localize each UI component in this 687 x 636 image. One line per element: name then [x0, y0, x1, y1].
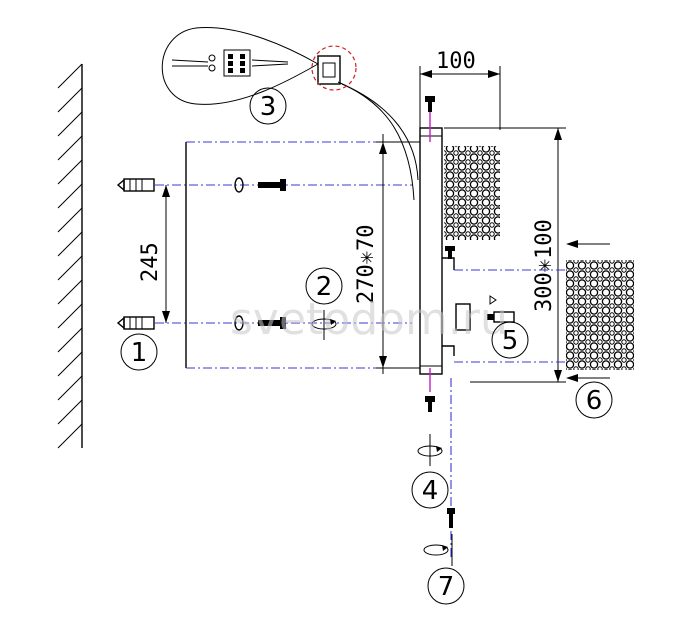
step-2-marker: 2 [305, 267, 343, 305]
wall-plug-bottom [116, 316, 155, 330]
step-3-label: 3 [260, 92, 277, 122]
top-width-label: 100 [436, 49, 476, 74]
step-7-marker: 7 [427, 567, 465, 605]
mount-spacing-label: 245 [138, 242, 163, 282]
step-4-label: 4 [422, 476, 439, 506]
screw-top [258, 179, 286, 191]
lamp-socket [455, 303, 471, 331]
step-5-label: 5 [502, 326, 519, 356]
step-3-marker: 3 [249, 87, 287, 125]
step-6-marker: 6 [575, 381, 613, 419]
watermark: svetodom.ru [230, 294, 508, 345]
rotate-icon-2 [311, 310, 337, 340]
mount-spacing-dimension: 245 [138, 185, 170, 323]
bottom-screw [425, 396, 435, 412]
wall [57, 63, 83, 449]
wall-plug-top [116, 178, 155, 192]
rotate-icon-4 [417, 434, 443, 466]
terminal-detail-callout [161, 27, 320, 105]
shade-size-label: 300✳100 [532, 219, 557, 312]
crystal-shade-detached [566, 260, 634, 370]
supply-wires [337, 81, 419, 201]
step-2-label: 2 [316, 272, 333, 302]
screw-bottom [258, 317, 286, 329]
fixture-body [419, 127, 455, 375]
plate-size-label: 270✳70 [354, 225, 379, 304]
washer-top [234, 177, 244, 193]
shade-size-dimension: 300✳100 [444, 127, 566, 383]
step-6-label: 6 [586, 386, 603, 416]
bulb [487, 295, 515, 323]
washer-bottom [234, 315, 244, 331]
step-7-label: 7 [438, 572, 455, 602]
terminal-block [311, 45, 357, 91]
step-5-marker: 5 [491, 321, 529, 359]
guide-arrows [566, 240, 610, 382]
top-screw [425, 96, 435, 112]
step-1-label: 1 [131, 338, 148, 368]
step-1-marker: 1 [120, 333, 158, 371]
top-width-dimension: 100 [419, 49, 501, 130]
finial-screw [447, 508, 455, 528]
mounting-plate [185, 141, 412, 369]
plate-size-dimension: 270✳70 [354, 134, 420, 374]
shade-screw [445, 246, 455, 259]
crystal-shade-attached [444, 146, 500, 240]
rotate-icon-7 [423, 534, 453, 566]
step-4-marker: 4 [411, 471, 449, 509]
detail-circle [311, 45, 357, 91]
